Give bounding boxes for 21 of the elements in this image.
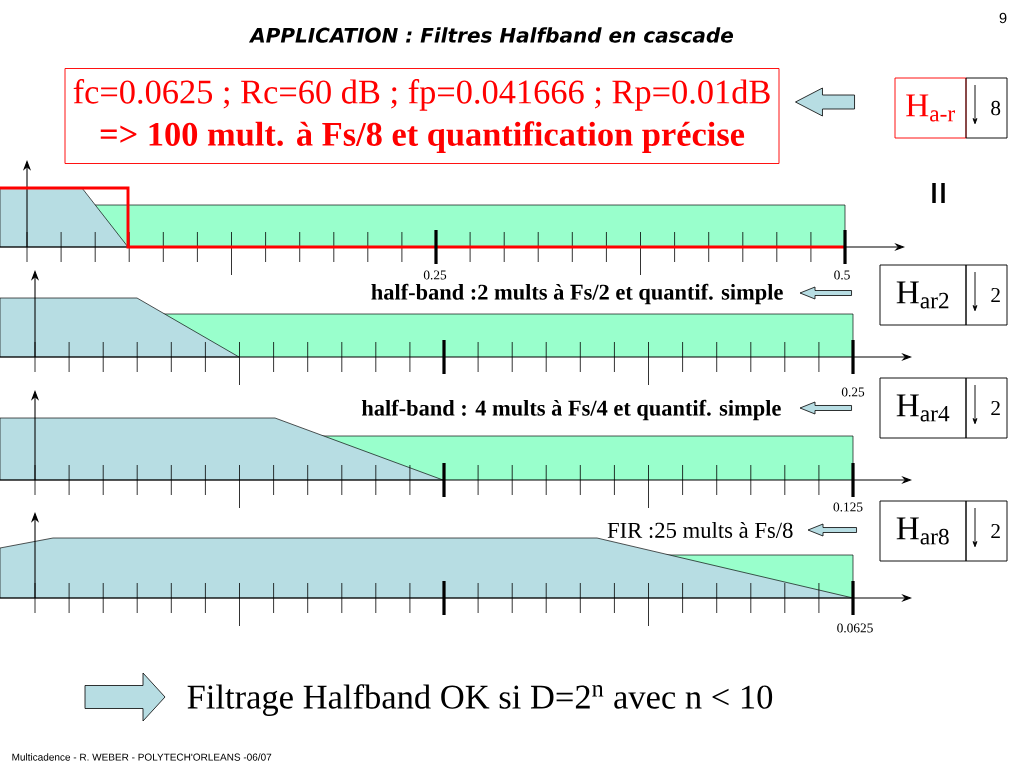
decimator-box: 2: [965, 264, 1008, 326]
tick-label: 0.125: [833, 502, 863, 512]
block-arrow: [799, 401, 852, 415]
spec-box: fc=0.0625 ; Rc=60 dB ; fp=0.041666 ; Rp=0.01dB => 100 mult. à Fs/8 et quantification précise: [64, 68, 780, 164]
decimator-box: 8: [965, 77, 1008, 139]
tick-label: 0.0625: [837, 623, 873, 633]
decimator-box: 2: [965, 377, 1008, 439]
decimator-box: 2: [965, 500, 1008, 562]
filter-box: H$_{a-r}$: [894, 77, 967, 139]
cost-note: half-band : 4 mults à Fs/4 et quantif. simple: [361, 399, 781, 421]
block-arrow: [795, 87, 855, 117]
conclusion-text: Filtrage Halfband OK si D=2$^{n}$ avec n < 10: [187, 684, 773, 716]
tick-label: 0.25: [841, 387, 865, 397]
cost-note: FIR :25 mults à Fs/8: [607, 521, 793, 539]
block-arrow: [84, 672, 166, 722]
footer-text: Multicadence - R. WEBER - POLYTECH'ORLEANS -06/07: [12, 753, 272, 761]
filter-box: H$_{ar8}$: [879, 500, 967, 562]
filter-box: H$_{ar4}$: [879, 377, 967, 439]
page-number: 9: [999, 12, 1007, 24]
block-arrow: [807, 523, 857, 537]
title: APPLICATION : Filtres Halfband en cascade: [248, 27, 734, 43]
